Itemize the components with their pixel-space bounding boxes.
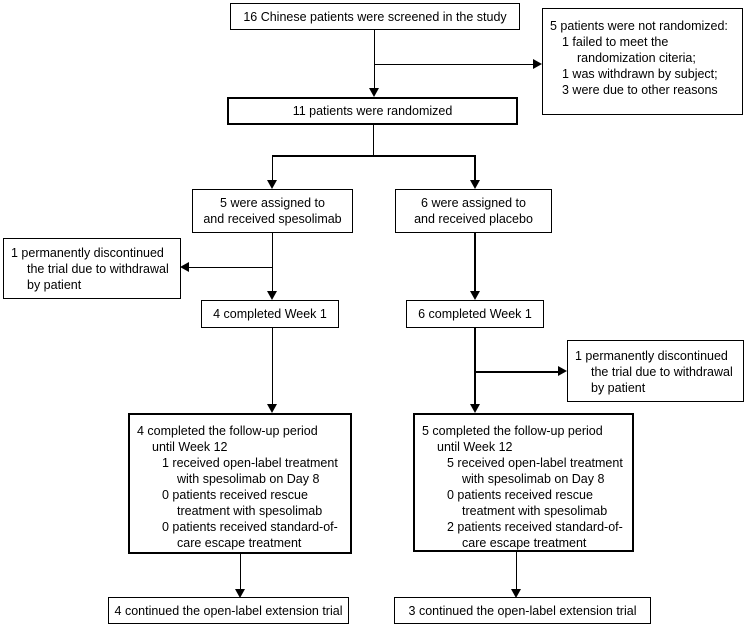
connector-followup-right-down [515,552,517,590]
arrowhead-down-icon [470,404,480,413]
followup-right-item: 5 received open-label treatment with spe… [447,456,623,486]
box-discontinued-left: 1 permanently discontinued the trial due… [3,238,181,299]
connector-to-not-randomized [373,63,534,65]
box-not-randomized: 5 patients were not randomized: 1 failed… [542,8,743,115]
connector-split-left-down [271,155,273,181]
arrowhead-right-icon [533,59,542,69]
box-followup-spesolimab: 4 completed the follow-up period until W… [128,413,352,554]
box-extension-left: 4 continued the open-label extension tri… [108,597,349,624]
arrowhead-down-icon [267,404,277,413]
arrowhead-down-icon [470,291,480,300]
followup-left-main: 4 completed the follow-up period until W… [137,424,318,454]
arrowhead-left-icon [180,262,189,272]
discontinued-right-text: 1 permanently discontinued the trial due… [575,349,733,395]
arrowhead-down-icon [470,180,480,189]
box-spesolimab-assigned: 5 were assigned to and received spesolim… [192,189,353,233]
connector-to-discontinued-right [474,371,559,373]
box-placebo-assigned: 6 were assigned to and received placebo [395,189,552,233]
arrowhead-down-icon [235,589,245,598]
connector-followup-left-down [239,554,241,590]
connector-randomized-down [372,125,374,156]
box-followup-placebo: 5 completed the follow-up period until W… [413,413,634,552]
box-screened: 16 Chinese patients were screened in the… [230,3,520,30]
arrowhead-down-icon [267,291,277,300]
not-randomized-item: 1 was withdrawn by subject; [562,67,718,81]
followup-right-main: 5 completed the follow-up period until W… [422,424,603,454]
connector-to-discontinued-left [189,266,272,268]
not-randomized-title: 5 patients were not randomized: [550,19,728,33]
connector-week1-left-down [271,328,273,405]
followup-left-item: 0 patients received standard-of- care es… [162,520,338,550]
arrowhead-down-icon [369,88,379,97]
box-week1-spesolimab: 4 completed Week 1 [201,300,339,328]
followup-right-item: 0 patients received rescue treatment wit… [447,488,608,518]
not-randomized-item: 3 were due to other reasons [562,83,718,97]
connector-spesolimab-down [271,233,273,292]
followup-right-item: 2 patients received standard-of- care es… [447,520,623,550]
arrowhead-down-icon [511,589,521,598]
connector-placebo-down [474,233,476,292]
connector-split-horizontal [271,155,476,157]
arrowhead-right-icon [558,366,567,376]
connector-screened-down [373,29,375,89]
followup-left-item: 0 patients received rescue treatment wit… [162,488,323,518]
box-discontinued-right: 1 permanently discontinued the trial due… [567,340,744,402]
connector-week1-right-down [474,328,476,405]
discontinued-left-text: 1 permanently discontinued the trial due… [11,246,169,292]
box-randomized: 11 patients were randomized [227,97,518,125]
box-extension-right: 3 continued the open-label extension tri… [394,597,651,624]
arrowhead-down-icon [267,180,277,189]
box-week1-placebo: 6 completed Week 1 [406,300,544,328]
not-randomized-item: 1 failed to meet the randomization citer… [562,35,696,65]
connector-split-right-down [474,155,476,181]
followup-left-item: 1 received open-label treatment with spe… [162,456,338,486]
